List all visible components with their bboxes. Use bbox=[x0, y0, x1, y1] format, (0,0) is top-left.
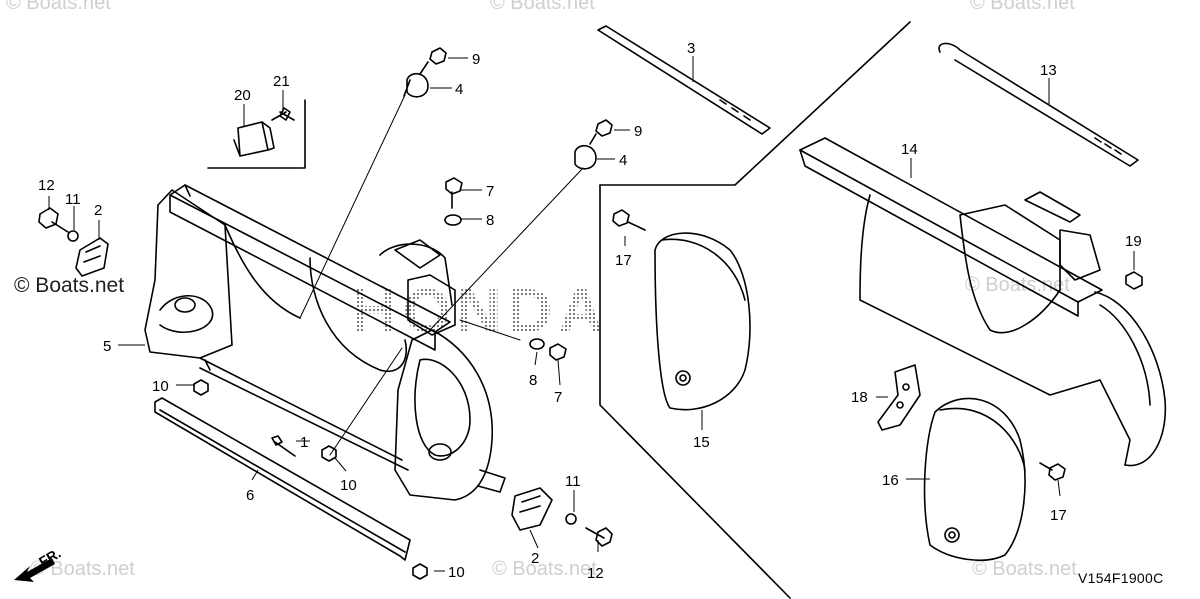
bolt-part-12-left bbox=[38, 207, 69, 233]
callout-17-right: 17 bbox=[1050, 507, 1067, 524]
housing-part-14-outline bbox=[859, 194, 1131, 466]
callout-10-left: 10 bbox=[152, 378, 169, 395]
gearbox-top bbox=[379, 243, 453, 306]
nut-part-10-c bbox=[412, 563, 428, 580]
skid-shoe-left bbox=[75, 237, 109, 277]
bolt-part-12-right bbox=[585, 527, 613, 547]
watermark-top-right: © Boats.net bbox=[970, 0, 1075, 14]
callout-20: 20 bbox=[234, 87, 251, 104]
watermark-side-left: © Boats.net bbox=[14, 274, 125, 297]
front-arrow-icon bbox=[14, 558, 55, 582]
callout-8-upper: 8 bbox=[486, 212, 494, 229]
cross-bar-part-14 bbox=[799, 137, 1103, 303]
callout-2-left: 2 bbox=[94, 202, 102, 219]
bolt-part-17-a bbox=[612, 209, 646, 231]
callout-10-center: 10 bbox=[340, 477, 357, 494]
washer-part-8-a bbox=[444, 214, 462, 226]
skid-mount bbox=[477, 469, 506, 493]
callout-15: 15 bbox=[693, 434, 710, 451]
callout-4-lower: 4 bbox=[619, 152, 627, 169]
callout-16: 16 bbox=[882, 472, 899, 489]
group-separator-top bbox=[599, 21, 911, 186]
rod-part-13 bbox=[938, 42, 1139, 167]
watermark-bottom-center: © Boats.net bbox=[492, 558, 597, 580]
watermark-top-left: © Boats.net bbox=[6, 0, 111, 14]
plate-part-18 bbox=[877, 364, 921, 431]
callout-17-left: 17 bbox=[615, 252, 632, 269]
bolt-part-7-b bbox=[549, 343, 567, 361]
scraper-bar-part-6 bbox=[154, 397, 411, 561]
side-cover-part-15 bbox=[654, 232, 751, 411]
housing-part-14-impeller bbox=[959, 204, 1061, 334]
callout-4-upper: 4 bbox=[455, 81, 463, 98]
shaft-part-3 bbox=[597, 25, 771, 135]
collar-part-4-b bbox=[574, 145, 597, 170]
cross-bar-side bbox=[169, 194, 436, 351]
diagram-code: V154F1900C bbox=[1078, 570, 1164, 586]
washer-part-8-b bbox=[529, 338, 545, 350]
callout-1: 1 bbox=[300, 434, 308, 451]
housing-part-14-socket bbox=[1024, 191, 1081, 223]
callout-14: 14 bbox=[901, 141, 918, 158]
callout-11-left: 11 bbox=[65, 191, 81, 208]
bolt-part-9-a bbox=[419, 47, 447, 75]
housing-right-side bbox=[394, 329, 493, 501]
bolt-part-1 bbox=[271, 435, 296, 457]
callout-9-lower: 9 bbox=[634, 123, 642, 140]
skid-shoe-part-2 bbox=[511, 487, 553, 531]
bolt-part-17-b bbox=[1039, 462, 1066, 481]
callout-21: 21 bbox=[273, 73, 290, 90]
side-cover-part-16 bbox=[923, 397, 1026, 561]
housing-part-14-gearbox bbox=[1059, 229, 1101, 281]
callout-7-upper: 7 bbox=[486, 183, 494, 200]
nut-part-10-a bbox=[193, 379, 209, 396]
callout-10-bottom: 10 bbox=[448, 564, 465, 581]
bolt-part-9-b bbox=[589, 119, 613, 145]
bolt-part-7-a bbox=[445, 177, 463, 209]
gearbox-body bbox=[407, 274, 456, 336]
gearbox-shaft-socket bbox=[394, 239, 441, 269]
callout-18: 18 bbox=[851, 389, 868, 406]
bolt-part-21 bbox=[271, 107, 295, 121]
housing-part-14-right-side bbox=[1094, 291, 1167, 467]
callout-9-upper: 9 bbox=[472, 51, 480, 68]
group-separator-bottom bbox=[599, 184, 791, 599]
watermark-bottom-right: © Boats.net bbox=[972, 558, 1077, 580]
brand-watermark: HONDA bbox=[352, 277, 609, 346]
plate-part-20 bbox=[233, 121, 275, 157]
callout-13: 13 bbox=[1040, 62, 1057, 79]
callout-3: 3 bbox=[687, 40, 695, 57]
callout-6: 6 bbox=[246, 487, 254, 504]
callout-12-right: 12 bbox=[587, 565, 604, 582]
left-side-cutout bbox=[159, 295, 214, 333]
callout-2-right: 2 bbox=[531, 550, 539, 567]
nut-part-10-b bbox=[321, 445, 337, 462]
callout-12-left: 12 bbox=[38, 177, 55, 194]
cross-bar-top bbox=[169, 184, 451, 333]
callout-19: 19 bbox=[1125, 233, 1142, 250]
right-side-cutout bbox=[414, 358, 471, 457]
callout-7-lower: 7 bbox=[554, 389, 562, 406]
callout-8-lower: 8 bbox=[529, 372, 537, 389]
watermark-top-center: © Boats.net bbox=[490, 0, 595, 14]
nut-part-19 bbox=[1125, 271, 1143, 290]
callout-5: 5 bbox=[103, 338, 111, 355]
callout-11-right: 11 bbox=[565, 473, 581, 490]
watermark-mid-right: © Boats.net bbox=[965, 274, 1070, 296]
bracket-box-line-right bbox=[287, 99, 306, 169]
collar-part-4-a bbox=[403, 73, 429, 98]
watermark-bottom-left: © Boats.net bbox=[30, 558, 135, 580]
housing-bottom-edge bbox=[199, 357, 403, 461]
